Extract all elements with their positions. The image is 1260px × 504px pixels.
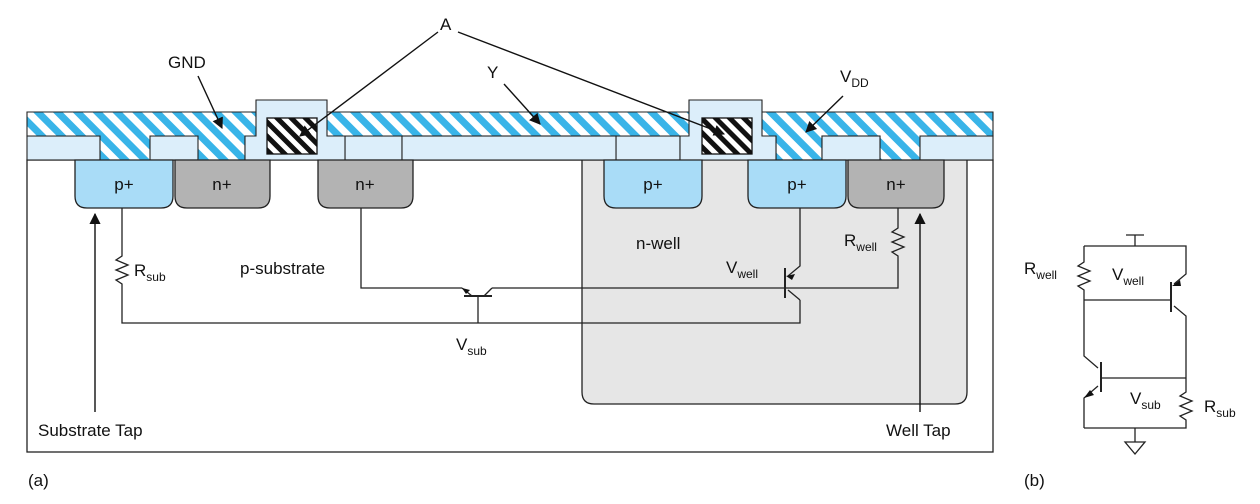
diffusion-p-plus — [603, 159, 703, 209]
npn-collector-lead — [483, 287, 493, 297]
diffusion-p-plus — [74, 159, 174, 209]
b-npn-collector — [1083, 300, 1099, 369]
b-pnp-collector — [1173, 305, 1187, 378]
a-label: A — [440, 15, 452, 34]
caption-a: (a) — [28, 471, 49, 490]
gnd-pointer — [197, 75, 223, 130]
substrate-tap-label: Substrate Tap — [38, 421, 143, 440]
v-well-label: Vwell — [726, 258, 758, 281]
b-r-sub-label: Rsub — [1204, 397, 1236, 420]
oxide-island — [821, 135, 881, 161]
r-well-resistor — [890, 208, 906, 262]
pnp-collector-lead — [787, 289, 801, 301]
caption-b: (b) — [1024, 471, 1045, 490]
npn-emitter-arrow — [462, 288, 470, 294]
b-r-sub-resistor — [1084, 378, 1194, 429]
r-well-label: Rwell — [844, 231, 877, 254]
panel-a: p+ n+ n+ p+ p+ n+ p-substrate n-well Rsu… — [26, 15, 994, 490]
diffusion-label: p+ — [114, 175, 133, 194]
diffusion-label: n+ — [212, 175, 231, 194]
v-sub-label: Vsub — [456, 335, 487, 358]
diffusion-n-plus — [317, 159, 414, 209]
npn-transistor — [360, 208, 462, 289]
b-r-well-resistor — [1076, 246, 1092, 300]
y-label: Y — [487, 63, 498, 82]
diffusion-n-plus — [174, 159, 271, 209]
diffusion-label: p+ — [787, 175, 806, 194]
b-pnp-transistor — [1173, 262, 1187, 285]
b-npn-arrow — [1084, 390, 1094, 398]
oxide-island — [401, 135, 617, 161]
top-rail — [1084, 245, 1187, 262]
r-sub-resistor — [114, 208, 801, 324]
a-pointer-left — [299, 31, 439, 137]
well-resistor-wire — [492, 262, 899, 289]
poly-gate-right — [701, 117, 753, 155]
diffusion-label: n+ — [886, 175, 905, 194]
b-r-well-label: Rwell — [1024, 259, 1057, 282]
b-v-well-label: Vwell — [1112, 265, 1144, 288]
y-pointer — [503, 83, 541, 125]
b-pnp-arrow — [1172, 280, 1181, 286]
p-substrate-label: p-substrate — [240, 259, 325, 278]
b-v-sub-label: Vsub — [1130, 389, 1161, 412]
diffusion-label: n+ — [355, 175, 374, 194]
vdd-pointer — [805, 95, 844, 133]
well-tap-label: Well Tap — [886, 421, 951, 440]
pnp-emitter-arrow — [786, 274, 795, 280]
n-well-label: n-well — [636, 234, 680, 253]
poly-gate-left — [266, 117, 318, 155]
diffusion-label: p+ — [643, 175, 662, 194]
pnp-transistor — [787, 208, 801, 277]
diffusion-n-plus — [847, 159, 945, 209]
gnd-label: GND — [168, 53, 206, 72]
n-well-region — [581, 159, 968, 405]
r-sub-label: Rsub — [134, 261, 166, 284]
ground-symbol — [1123, 441, 1147, 456]
vdd-label: VDD — [840, 67, 869, 90]
a-pointer-right — [457, 31, 726, 136]
panel-b: Rwell Vwell Vsub Rsub (b) — [1024, 234, 1236, 490]
diffusion-p-plus — [747, 159, 847, 209]
